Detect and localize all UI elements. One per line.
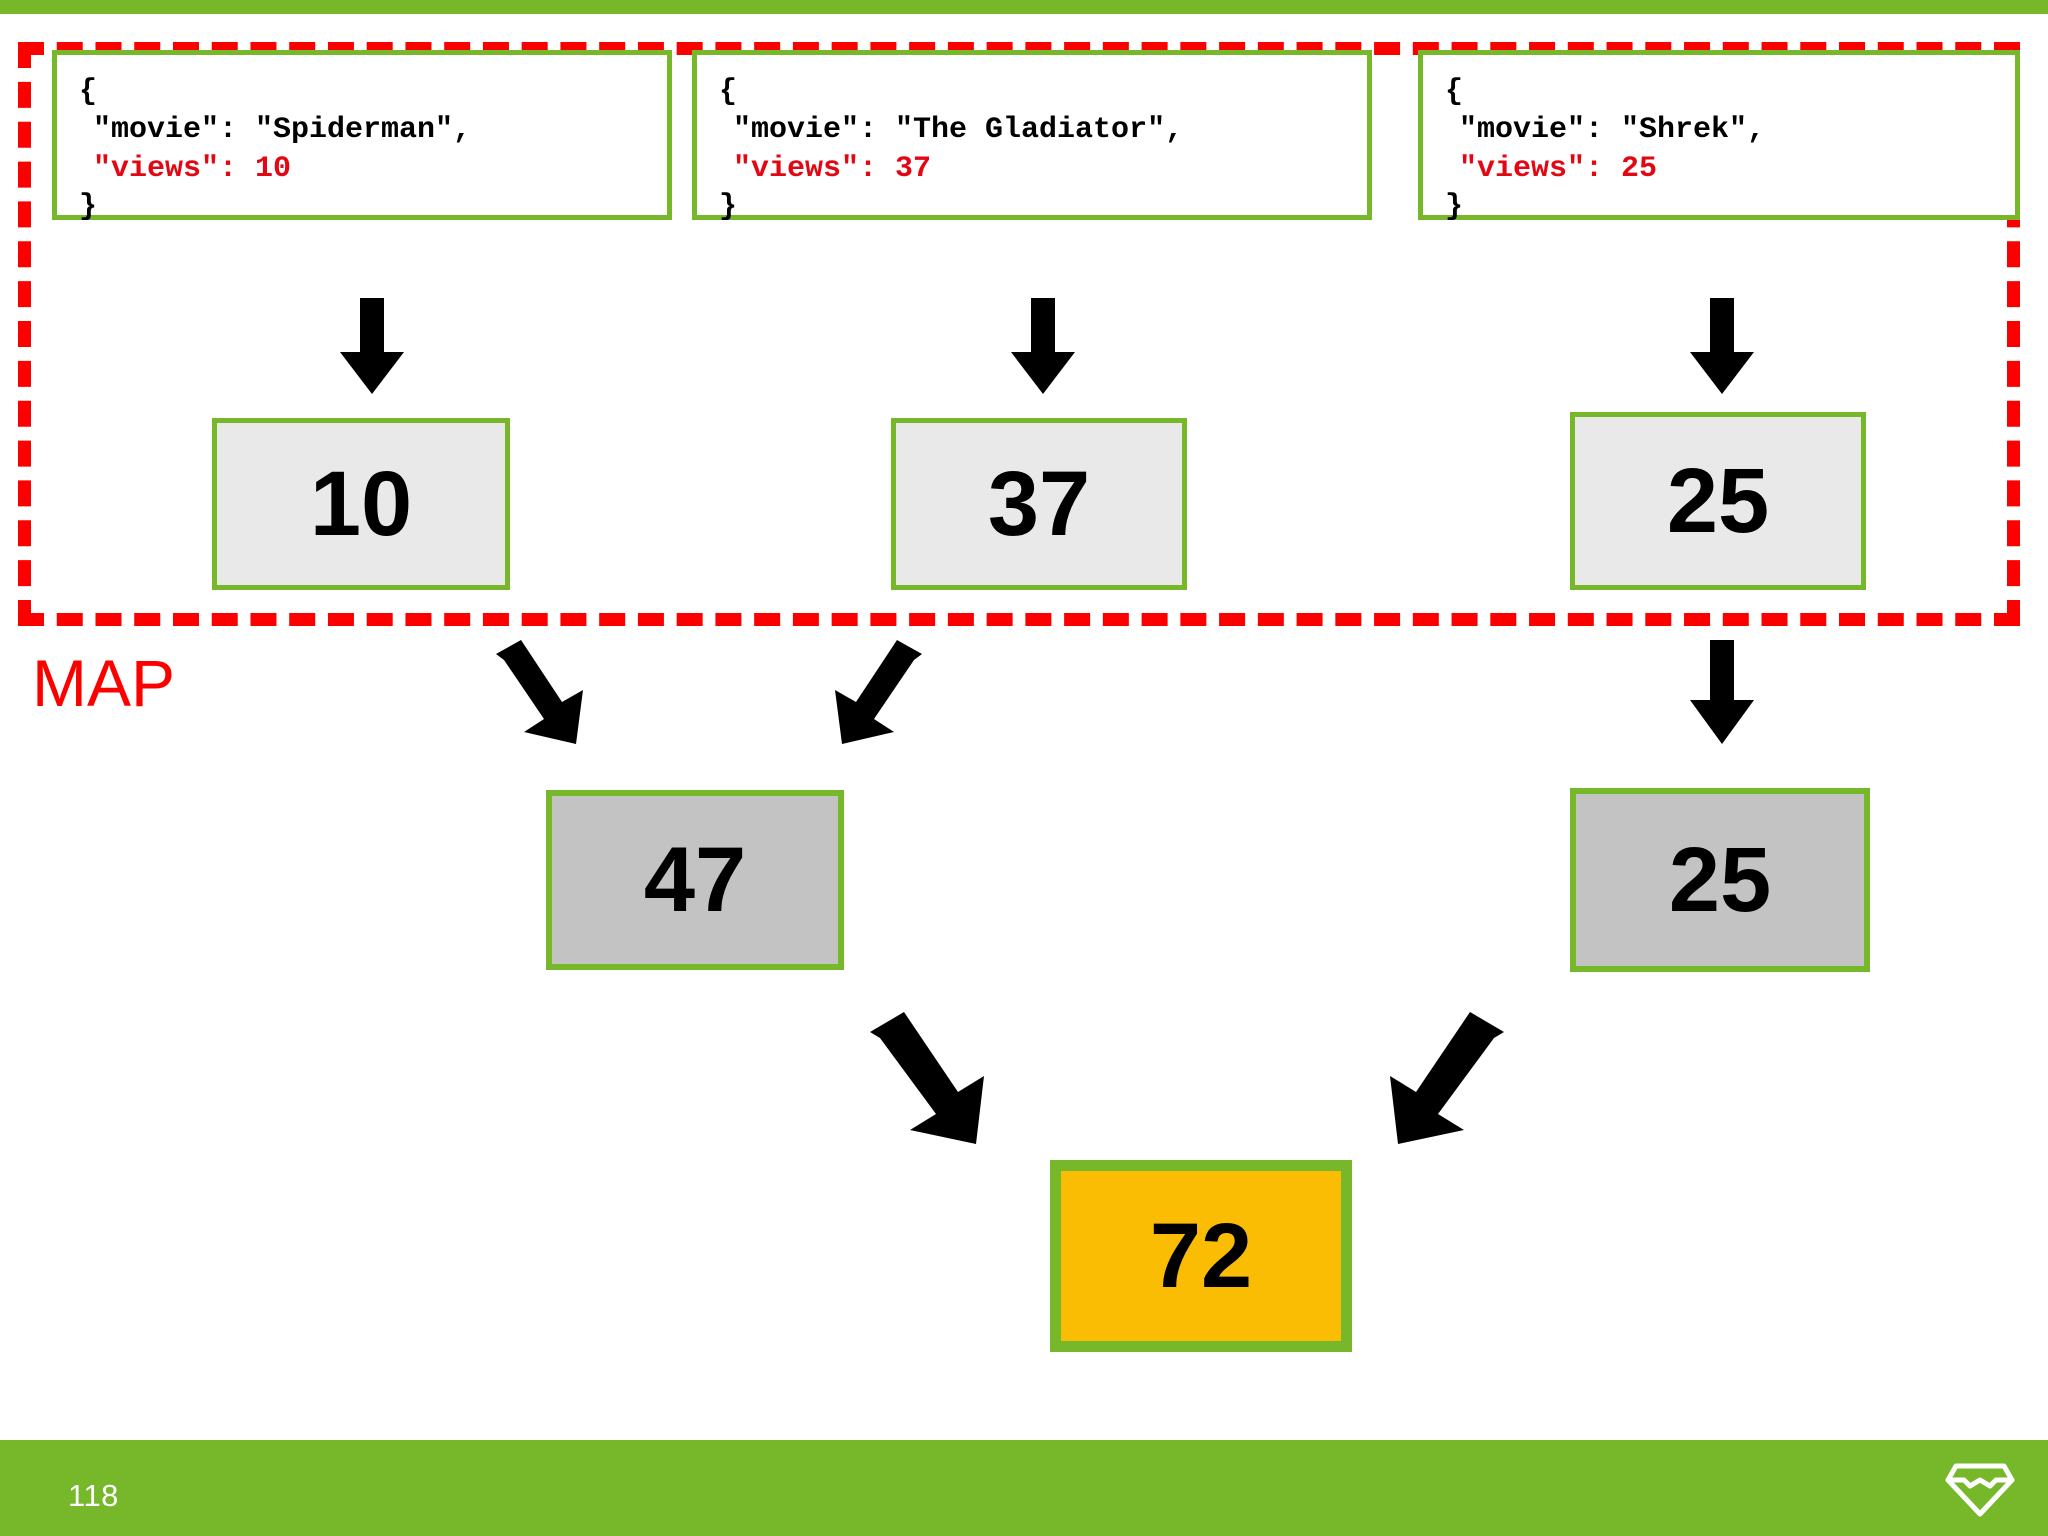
json-open-brace: { <box>719 75 738 109</box>
json-views-line: "views": 10 <box>93 151 292 186</box>
map-output-value-box: 25 <box>1570 412 1866 590</box>
json-document-spiderman: { "movie": "Spiderman", "views": 10 } <box>52 50 672 224</box>
json-views-line: "views": 25 <box>1459 151 1658 186</box>
json-close-brace: } <box>79 190 98 225</box>
final-result-box: 72 <box>1050 1160 1352 1352</box>
json-open-brace: { <box>79 75 98 109</box>
footer-bar <box>0 1440 2048 1536</box>
json-movie-line: "movie": "The Gladiator", <box>733 113 1184 148</box>
down-arrow-icon <box>1690 640 1754 744</box>
reduce-value-box: 25 <box>1570 788 1870 972</box>
json-views-line: "views": 37 <box>733 151 932 186</box>
json-movie-line: "movie": "Spiderman", <box>93 113 472 148</box>
diagonal-down-right-arrow-icon <box>490 640 590 744</box>
map-region-label: MAP <box>32 646 176 720</box>
top-accent-bar <box>0 0 2048 14</box>
diamond-gem-logo-icon <box>1944 1462 2016 1518</box>
json-close-brace: } <box>1445 190 1464 225</box>
map-output-value-box: 37 <box>891 418 1187 590</box>
json-open-brace: { <box>1445 75 1464 109</box>
diagonal-down-right-arrow-icon <box>862 1012 994 1144</box>
json-document-shrek: { "movie": "Shrek", "views": 25 } <box>1418 50 2020 224</box>
page-number: 118 <box>68 1478 119 1513</box>
json-movie-line: "movie": "Shrek", <box>1459 113 1766 148</box>
map-output-value-box: 10 <box>212 418 510 590</box>
json-document-the-gladiator: { "movie": "The Gladiator", "views": 37 … <box>692 50 1372 224</box>
diagonal-down-left-arrow-icon <box>1380 1012 1512 1144</box>
json-close-brace: } <box>719 190 738 225</box>
reduce-value-box: 47 <box>546 790 844 970</box>
diagonal-down-left-arrow-icon <box>828 640 928 744</box>
